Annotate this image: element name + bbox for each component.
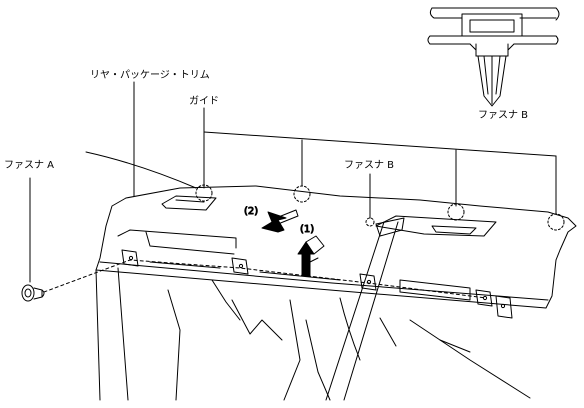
- fastener-b-detail-illustration: [427, 7, 560, 107]
- clip-location-circle: [447, 203, 465, 221]
- fastener-a-illustration: [21, 284, 45, 302]
- fastener-a-label: ファスナ A: [4, 160, 55, 171]
- fastener-b-center-label: ファスナ B: [344, 160, 395, 171]
- fastener-b-location-circle: [365, 217, 375, 227]
- clip-location-circle: [293, 185, 311, 203]
- rear-seat-frame: [95, 267, 531, 401]
- rear-package-trim-label: リヤ・パッケージ・トリム: [90, 70, 210, 81]
- step-2-label: (2): [244, 206, 258, 217]
- step-1-label: (1): [300, 224, 314, 235]
- clip-location-circle: [547, 213, 565, 231]
- seat-belt-strap: [325, 217, 405, 401]
- arrow-step-1-icon: [297, 241, 315, 277]
- fastener-a-dashed-path: [43, 259, 487, 299]
- body-contour-line: [85, 151, 197, 189]
- removal-direction-arrows: [261, 209, 325, 277]
- rear-window-outline: [203, 131, 557, 215]
- fastener-b-detail-label: ファスナ B: [478, 110, 529, 121]
- leader-lines: [29, 81, 371, 283]
- arrow-step-2-icon: [261, 211, 287, 233]
- guide-label: ガイド: [189, 96, 219, 107]
- rear-package-trim-panel: [95, 185, 577, 319]
